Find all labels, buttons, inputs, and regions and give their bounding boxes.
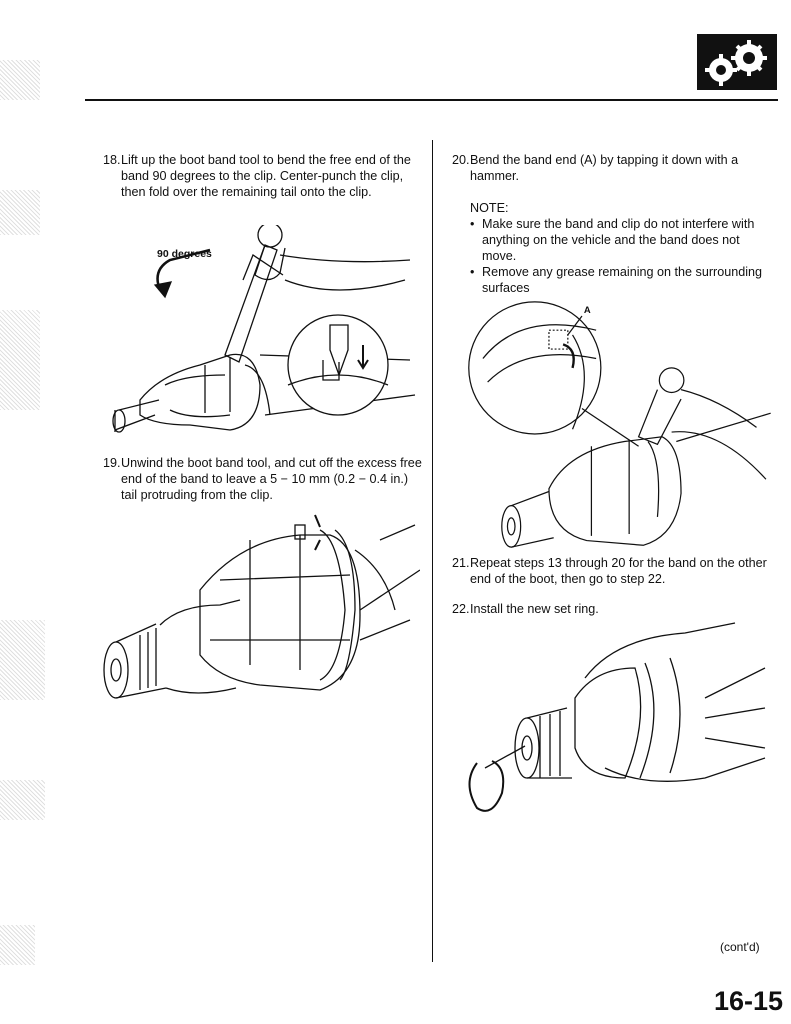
scan-artifact: [0, 60, 40, 100]
gears-logo: [697, 34, 777, 90]
figure-boot-band-tool: 90 degrees: [112, 225, 416, 433]
scan-artifact: [0, 310, 40, 410]
step-text: Install the new set ring.: [470, 602, 599, 616]
scan-artifact: [0, 620, 45, 700]
step-number: 18.: [103, 153, 121, 167]
gears-icon: [705, 40, 767, 86]
figure-label-90-degrees: 90 degrees: [157, 248, 212, 260]
step-number: 20.: [452, 153, 470, 167]
scan-artifact: [0, 190, 40, 235]
step-text: Lift up the boot band tool to bend the f…: [121, 153, 411, 199]
step-22: 22. Install the new set ring.: [452, 601, 772, 617]
figure-label-a: A: [584, 304, 591, 315]
note-item: Remove any grease remaining on the surro…: [470, 264, 770, 296]
figure-tap-band: A: [468, 301, 771, 548]
step-20: 20. Bend the band end (A) by tapping it …: [452, 152, 772, 184]
header-rule: [85, 99, 778, 101]
step-number: 22.: [452, 602, 470, 616]
step-18: 18. Lift up the boot band tool to bend t…: [103, 152, 423, 200]
continued-label: (cont'd): [720, 940, 760, 954]
step-19: 19. Unwind the boot band tool, and cut o…: [103, 455, 423, 503]
step-text: Repeat steps 13 through 20 for the band …: [470, 556, 767, 586]
note-title: NOTE:: [470, 201, 509, 215]
scan-artifact: [0, 780, 45, 820]
scan-artifact: [0, 925, 35, 965]
figure-set-ring: [468, 622, 766, 812]
step-text: Bend the band end (A) by tapping it down…: [470, 153, 739, 183]
step-text: Unwind the boot band tool, and cut off t…: [121, 456, 422, 502]
note-block: NOTE: Make sure the band and clip do not…: [470, 200, 770, 296]
page-number: 16-15: [714, 986, 784, 1016]
column-divider: [432, 140, 433, 962]
step-number: 21.: [452, 556, 470, 570]
step-21: 21. Repeat steps 13 through 20 for the b…: [452, 555, 772, 587]
note-item: Make sure the band and clip do not inter…: [470, 216, 770, 264]
figure-cut-band: [103, 514, 420, 699]
step-number: 19.: [103, 456, 121, 470]
